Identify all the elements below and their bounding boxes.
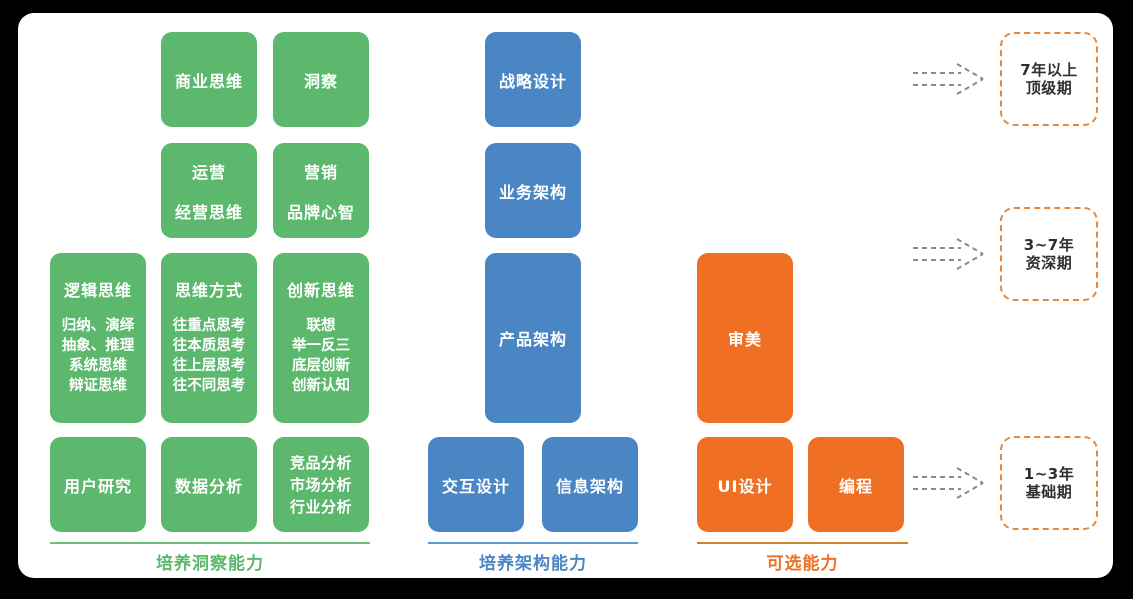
box-thinking-modes: 思维方式 往重点思考 往本质思考 往上层思考 往不同思考 xyxy=(161,253,257,423)
optional-section-label: 可选能力 xyxy=(766,554,839,574)
box-label: 运营 xyxy=(191,162,226,182)
box-label: 竞品分析 xyxy=(289,453,352,472)
stage-years: 1~3年 xyxy=(1023,465,1075,483)
box-operations: 运营 经营思维 xyxy=(161,143,257,238)
box-marketing: 营销 品牌心智 xyxy=(273,143,369,238)
box-label: 抽象、推理 xyxy=(61,337,135,354)
box-label: 往本质思考 xyxy=(172,337,246,354)
box-label: 往不同思考 xyxy=(172,377,246,394)
box-label: 归纳、演绎 xyxy=(61,317,135,334)
architecture-section-divider xyxy=(428,542,638,544)
box-label: UI设计 xyxy=(717,476,773,496)
box-label: 编程 xyxy=(838,476,873,496)
box-label: 产品架构 xyxy=(498,330,567,349)
box-insight: 洞察 xyxy=(273,32,369,127)
box-label: 洞察 xyxy=(303,71,338,91)
box-innovative-thinking: 创新思维 联想 举一反三 底层创新 创新认知 xyxy=(273,253,369,423)
box-label: 底层创新 xyxy=(292,357,350,374)
box-label: 业务架构 xyxy=(498,182,567,202)
box-label: 营销 xyxy=(303,162,338,182)
dashed-arrow-icon xyxy=(913,467,984,499)
stage-name: 顶级期 xyxy=(1025,79,1073,97)
box-title: 逻辑思维 xyxy=(63,280,132,300)
box-label: 战略设计 xyxy=(498,71,567,91)
box-aesthetics: 审美 xyxy=(697,253,793,423)
architecture-section-label: 培养架构能力 xyxy=(479,554,587,574)
box-logical-thinking: 逻辑思维 归纳、演绎 抽象、推理 系统思维 辩证思维 xyxy=(50,253,146,423)
box-business-architecture: 业务架构 xyxy=(485,143,581,238)
box-ui-design: UI设计 xyxy=(697,437,793,532)
dashed-arrow-icon xyxy=(913,63,984,95)
box-title: 创新思维 xyxy=(286,280,355,300)
insight-section-label: 培养洞察能力 xyxy=(156,554,264,574)
box-label: 审美 xyxy=(727,330,762,349)
box-label: 联想 xyxy=(306,317,336,334)
box-programming: 编程 xyxy=(808,437,904,532)
box-label: 往重点思考 xyxy=(172,317,246,334)
box-title: 思维方式 xyxy=(174,280,243,300)
box-product-architecture: 产品架构 xyxy=(485,253,581,423)
stage-years: 7年以上 xyxy=(1020,61,1078,79)
box-label: 举一反三 xyxy=(292,337,350,354)
box-label: 商业思维 xyxy=(174,71,243,91)
box-label: 市场分析 xyxy=(289,475,352,494)
stage-name: 资深期 xyxy=(1025,254,1073,272)
box-label: 系统思维 xyxy=(69,357,127,374)
box-label: 经营思维 xyxy=(174,202,243,222)
box-label: 行业分析 xyxy=(289,497,352,516)
stage-name: 基础期 xyxy=(1025,483,1073,501)
stage-years: 3~7年 xyxy=(1023,236,1075,254)
box-label: 创新认知 xyxy=(292,377,350,394)
box-label: 辩证思维 xyxy=(69,377,127,394)
box-label: 用户研究 xyxy=(63,476,132,496)
stage-basic-box: 1~3年 基础期 xyxy=(1000,436,1098,530)
box-label: 信息架构 xyxy=(555,476,624,496)
box-information-architecture: 信息架构 xyxy=(542,437,638,532)
box-interaction-design: 交互设计 xyxy=(428,437,524,532)
dashed-arrow-icon xyxy=(913,238,984,270)
box-business-thinking: 商业思维 xyxy=(161,32,257,127)
box-user-research: 用户研究 xyxy=(50,437,146,532)
box-label: 往上层思考 xyxy=(172,357,246,374)
box-strategy-design: 战略设计 xyxy=(485,32,581,127)
box-label: 数据分析 xyxy=(174,476,243,496)
box-competitive-analysis: 竞品分析 市场分析 行业分析 xyxy=(273,437,369,532)
stage-top-box: 7年以上 顶级期 xyxy=(1000,32,1098,126)
box-label: 品牌心智 xyxy=(286,202,355,222)
box-label: 交互设计 xyxy=(441,476,510,496)
optional-section-divider xyxy=(697,542,908,544)
diagram-panel: 商业思维 洞察 运营 经营思维 营销 品牌心智 逻辑思维 归纳、演绎 抽象、推理… xyxy=(18,13,1113,578)
stage-senior-box: 3~7年 资深期 xyxy=(1000,207,1098,301)
insight-section-divider xyxy=(50,542,370,544)
box-data-analysis: 数据分析 xyxy=(161,437,257,532)
